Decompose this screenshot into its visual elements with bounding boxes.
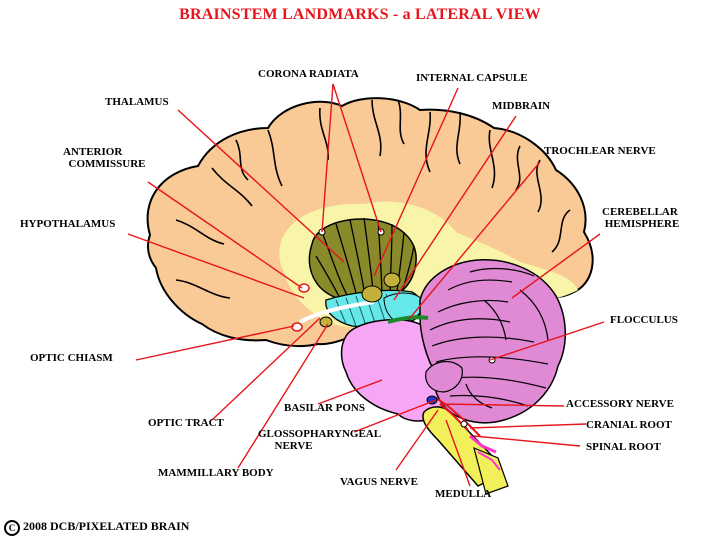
label-corona-radiata: CORONA RADIATA [258, 68, 359, 80]
anterior-commissure-shape [298, 283, 310, 293]
fornix-shape [299, 300, 375, 324]
leader-trochlear-nerve [409, 161, 541, 319]
label-vagus-nerve: VAGUS NERVE [340, 476, 418, 488]
leader-corona-radiata [321, 83, 334, 233]
cranial-root-marker [460, 420, 468, 428]
leader-medulla [445, 419, 471, 487]
trochlear-nerve-shape [387, 315, 429, 324]
label-hypothalamus: HYPOTHALAMUS [20, 218, 116, 230]
label-midbrain: MIDBRAIN [492, 100, 551, 112]
leader-thalamus [177, 109, 345, 263]
leader-midbrain [393, 115, 517, 301]
label-accessory-nerve: ACCESSORY NERVE [566, 398, 674, 410]
label-medulla: MEDULLA [435, 488, 492, 500]
flocculus-shape [425, 361, 463, 393]
leader-basilar-pons [317, 379, 383, 405]
spinal-cord-shape [473, 446, 509, 495]
leader-glossopharyngeal [353, 399, 437, 433]
cerebellum-shape [419, 259, 566, 424]
leader-cerebellar-hemisphere [511, 233, 601, 299]
label-trochlear-nerve: TROCHLEAR NERVE [544, 145, 656, 157]
leader-mammillary-body [237, 323, 329, 469]
diagram-title: BRAINSTEM LANDMARKS - a LATERAL VIEW [179, 6, 541, 23]
leader-flocculus [489, 321, 605, 361]
midbrain-colliculus-shape [361, 285, 383, 303]
label-basilar-pons: BASILAR PONS [284, 402, 365, 414]
label-cranial-root: CRANIAL ROOT [586, 419, 672, 431]
pineal-shape [383, 272, 401, 288]
leader-spinal-root [473, 435, 581, 447]
cortical-sulci [175, 99, 571, 299]
label-optic-tract: OPTIC TRACT [148, 417, 224, 429]
label-glossopharyngeal-nerve: GLOSSOPHARYNGEAL NERVE [258, 428, 382, 452]
label-spinal-root: SPINAL ROOT [586, 441, 661, 453]
label-flocculus: FLOCCULUS [610, 314, 678, 326]
label-mammillary-body: MAMMILLARY BODY [158, 467, 274, 479]
label-thalamus: THALAMUS [105, 96, 169, 108]
leader-anterior-commissure [147, 181, 303, 289]
leader-hypothalamus [127, 233, 305, 299]
leader-corona-radiata-2 [332, 83, 382, 233]
leader-optic-chiasm [135, 325, 295, 361]
leader-lines [127, 83, 605, 487]
label-optic-chiasm: OPTIC CHIASM [30, 352, 113, 364]
label-cerebellar-hemisphere: CEREBELLAR HEMISPHERE [602, 206, 680, 230]
leader-vagus-nerve [395, 409, 439, 471]
label-internal-capsule: INTERNAL CAPSULE [416, 72, 528, 84]
copyright-text: 2008 DCB/PIXELATED BRAIN [23, 519, 190, 533]
optic-chiasm-shape [291, 322, 303, 332]
leader-cranial-root [469, 423, 587, 429]
leader-optic-tract [211, 317, 321, 421]
leader-accessory-nerve [439, 403, 565, 407]
label-anterior-commissure: ANTERIOR COMMISSURE [63, 146, 146, 170]
leader-internal-capsule [373, 87, 459, 277]
copyright-icon: C [4, 520, 20, 536]
mammillary-body-shape [319, 316, 333, 328]
